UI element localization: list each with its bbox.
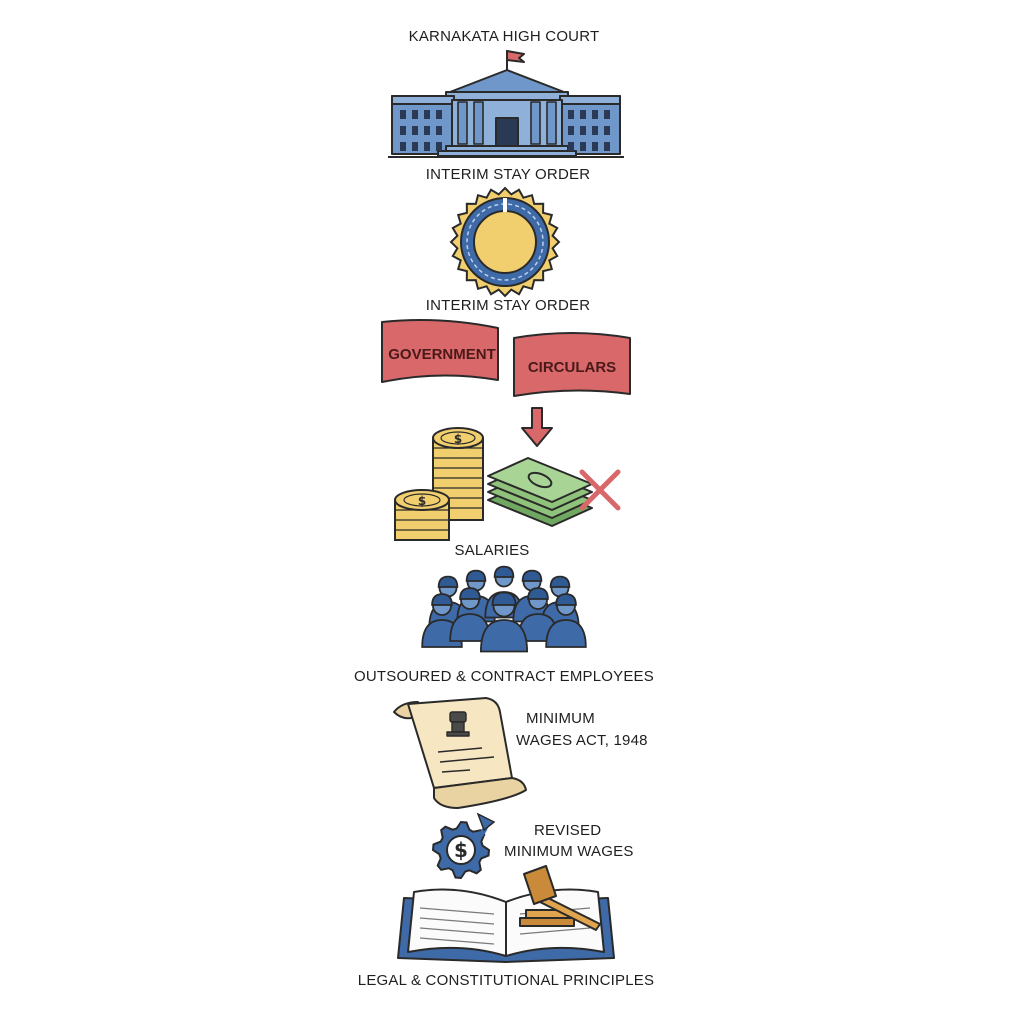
down-arrow-icon bbox=[521, 407, 553, 447]
scroll-icon bbox=[393, 697, 527, 809]
worker-figure bbox=[545, 593, 587, 648]
stay-order-label-1: INTERIM STAY ORDER bbox=[425, 166, 591, 183]
worker-figure bbox=[479, 591, 529, 653]
svg-text:$: $ bbox=[454, 838, 468, 862]
svg-text:$: $ bbox=[454, 432, 462, 446]
gavel-icon bbox=[519, 865, 601, 931]
seal-icon bbox=[449, 186, 561, 298]
dollar-gear-icon: $ bbox=[431, 812, 496, 880]
svg-text:$: $ bbox=[418, 494, 426, 508]
banner-right-label: CIRCULARS bbox=[528, 359, 616, 376]
banner-icon: GOVERNMENT CIRCULARS bbox=[381, 319, 631, 397]
banner-left-label: GOVERNMENT bbox=[388, 346, 496, 363]
principles-label: LEGAL & CONSTITUTIONAL PRINCIPLES bbox=[357, 972, 655, 989]
red-x-icon bbox=[579, 469, 621, 511]
coin-stack-icon: $ $ bbox=[394, 427, 484, 541]
act-label-line2: WAGES ACT, 1948 bbox=[516, 732, 648, 749]
courthouse-icon bbox=[388, 50, 624, 158]
cash-stack-icon bbox=[487, 457, 593, 527]
worker-figure bbox=[449, 587, 491, 642]
salaries-label: SALARIES bbox=[454, 542, 530, 559]
stay-order-label-2: INTERIM STAY ORDER bbox=[425, 297, 591, 314]
act-label-line1: MINIMUM bbox=[526, 710, 595, 727]
employees-label: OUTSOURED & CONTRACT EMPLOYEES bbox=[354, 668, 654, 685]
workers-group-icon bbox=[421, 565, 587, 653]
revised-label-line1: REVISED bbox=[534, 822, 602, 839]
open-book-icon bbox=[397, 888, 615, 963]
revised-label-line2: MINIMUM WAGES bbox=[504, 843, 634, 860]
court-title: KARNAKATA HIGH COURT bbox=[408, 28, 600, 45]
